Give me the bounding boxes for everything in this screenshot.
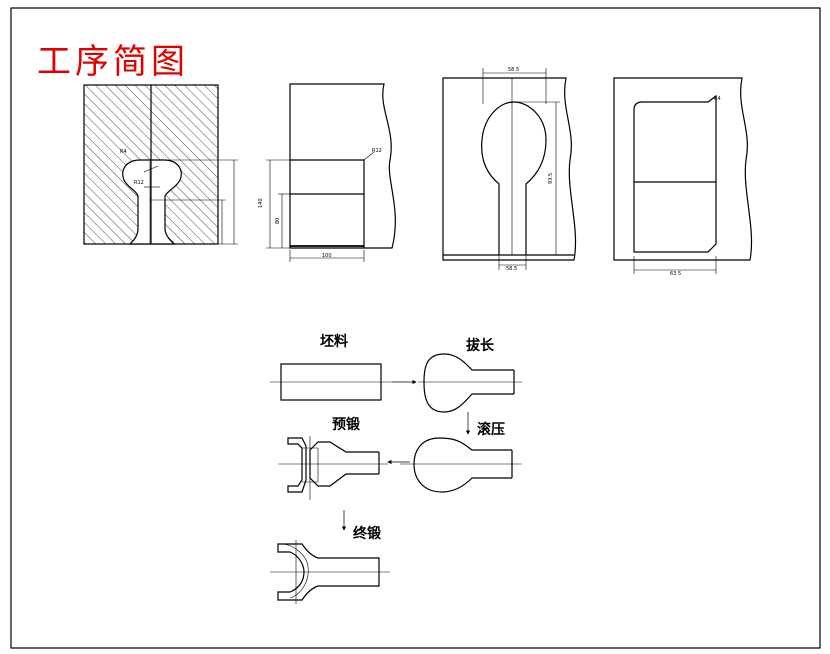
dim-label: 140 [258,198,264,208]
dim-label: 93.5 [548,173,554,184]
keyhole-view: 58.5 58.5 93.5 [442,67,577,272]
pre-forge-label: 预锻 [332,416,360,433]
dim-label: 58.5 [506,266,517,272]
dim-label: R4 [714,96,721,102]
roll-press-stage [400,437,522,493]
dim-label: R4 [120,149,127,155]
dim-label: 63.5 [670,271,681,277]
dim-label: R12 [134,180,144,186]
die-section-view: R4 R12 [83,84,238,245]
draw-out-stage: 拔长 [418,337,522,413]
drawing-frame [10,7,821,649]
dim-label: R12 [372,148,382,154]
draw-out-label: 拔长 [466,337,495,354]
dim-label: 80 [275,218,281,224]
final-forge-label: 终锻 [353,525,381,542]
billet-label: 坯料 [320,333,348,350]
pre-forge-stage: 预锻 [278,416,388,500]
bar-stock-view: R12 140 80 100 [258,83,396,262]
billet-stage: 坯料 [270,333,392,401]
dim-label: 58.5 [508,67,519,73]
final-forge-stage [270,540,390,604]
roll-press-label: 滚压 [477,421,505,438]
dim-label: 100 [322,253,332,259]
page-title: 工序简图 [37,42,189,82]
rectangular-view: 63.5 R4 [613,77,753,277]
